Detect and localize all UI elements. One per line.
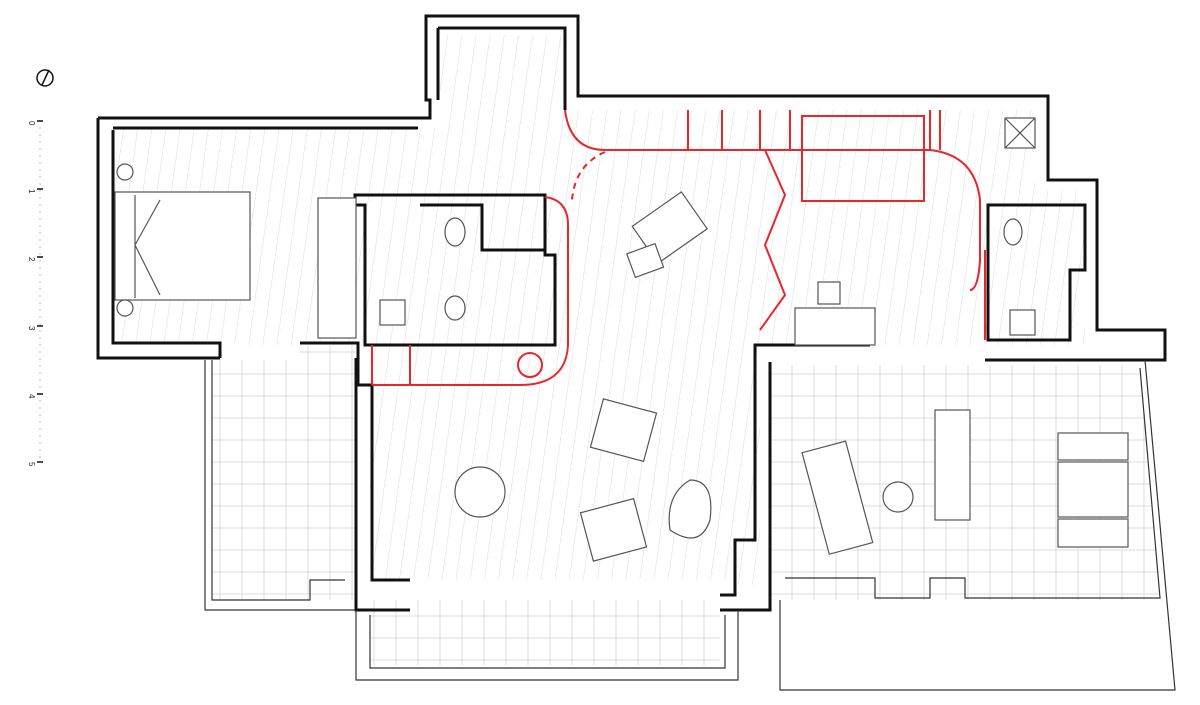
wardrobe xyxy=(317,197,357,339)
scale-label-2: 2 xyxy=(27,257,36,262)
terrace-outlines xyxy=(204,359,1176,691)
bathroom-walls xyxy=(353,193,1087,347)
scale-label-4: 4 xyxy=(27,394,36,399)
scale-label-3: 3 xyxy=(27,326,36,331)
exterior-walls xyxy=(96,14,1167,612)
scale-bar: 0 1 2 3 4 5 xyxy=(27,120,43,467)
new-work-red xyxy=(371,109,986,386)
north-arrow-icon xyxy=(36,69,54,87)
double-bed xyxy=(114,191,251,301)
furniture xyxy=(114,117,1129,562)
scale-label-5: 5 xyxy=(27,462,36,467)
scale-label-1: 1 xyxy=(27,189,36,194)
scale-label-0: 0 xyxy=(27,121,36,126)
dining-table xyxy=(454,466,506,518)
